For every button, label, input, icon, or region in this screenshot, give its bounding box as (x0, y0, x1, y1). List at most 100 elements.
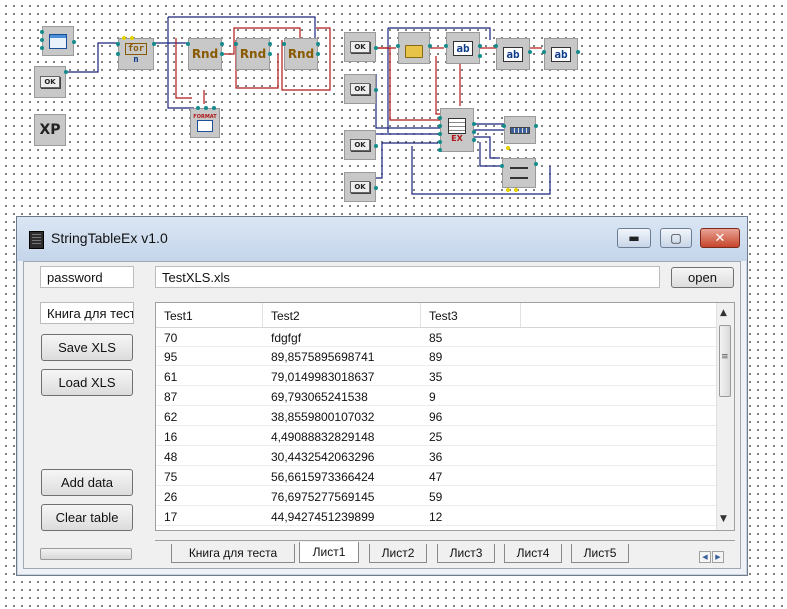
table-cell (521, 367, 718, 385)
ok-button-component[interactable]: OK (344, 130, 376, 160)
for-loop-component[interactable]: for n (118, 38, 154, 70)
form-component[interactable] (42, 26, 74, 56)
table-icon (448, 117, 466, 134)
progress-bar (40, 548, 132, 560)
tab-sheet-book[interactable]: Книга для теста (171, 544, 295, 563)
table-cell: 85 (429, 331, 443, 345)
table-cell (521, 487, 718, 505)
ok-label: OK (350, 83, 370, 95)
table-row[interactable]: 17 44,9427451239899 12 (156, 507, 718, 526)
edit-label: ab (503, 46, 523, 62)
ok-label: OK (350, 139, 370, 151)
table-cell: 12 (429, 510, 443, 524)
table-row[interactable]: 48 30,4432542063296 36 (156, 447, 718, 466)
ok-button-component[interactable]: OK (344, 32, 376, 62)
close-button[interactable]: ✕ (700, 228, 740, 248)
clear-table-button[interactable]: Clear table (41, 504, 133, 531)
table-row[interactable]: 70 fdgfgf 85 (156, 328, 718, 347)
table-cell: 75 (164, 470, 178, 484)
format-label: FORMAT (193, 114, 217, 120)
rnd-component-3[interactable]: Rnd (284, 38, 318, 70)
for-sub-label: n (133, 55, 139, 65)
table-row[interactable]: 75 56,6615973366424 47 (156, 467, 718, 486)
progress-component[interactable] (504, 116, 536, 144)
table-cell: 47 (429, 470, 443, 484)
open-button[interactable]: open (671, 267, 734, 288)
rnd-component-1[interactable]: Rnd (188, 38, 222, 70)
ex-label: EX (451, 133, 463, 143)
table-cell: 79,0149983018637 (271, 370, 375, 384)
file-name-input[interactable]: TestXLS.xls (155, 266, 660, 288)
rnd-label: Rnd (287, 47, 315, 61)
edit-component-2[interactable]: ab (496, 38, 530, 70)
xp-manifest-component[interactable]: XP (34, 114, 66, 146)
scroll-down-icon[interactable]: ▼ (720, 514, 727, 524)
column-header-test3[interactable]: Test3 (421, 303, 521, 327)
vertical-scrollbar[interactable]: ▲ ≡ ▼ (716, 303, 734, 530)
save-xls-button[interactable]: Save XLS (41, 334, 133, 361)
folder-icon (405, 44, 423, 58)
table-header: Test1 Test2 Test3 (156, 303, 718, 328)
tab-sheet3[interactable]: Лист3 (437, 544, 495, 563)
table-row[interactable]: 61 79,0149983018637 35 (156, 367, 718, 386)
column-header-empty[interactable] (521, 303, 718, 327)
tab-scroll-left-icon[interactable]: ◀ (699, 551, 711, 563)
xp-label: XP (39, 122, 61, 138)
rnd-component-2[interactable]: Rnd (236, 38, 270, 70)
scrollbar-thumb[interactable]: ≡ (719, 325, 731, 397)
ok-button-component[interactable]: OK (34, 66, 66, 98)
edit-component-3[interactable]: ab (544, 38, 578, 70)
window-form-icon (49, 33, 67, 49)
table-cell: 70 (164, 331, 178, 345)
load-xls-button[interactable]: Load XLS (41, 369, 133, 396)
sheet-name-input[interactable]: Книга для теста (40, 302, 134, 324)
edit-component-1[interactable]: ab (446, 32, 480, 64)
table-cell: 89,8575895698741 (271, 350, 375, 364)
ok-button-component[interactable]: OK (344, 74, 376, 104)
table-cell (521, 467, 718, 485)
film-strip-icon (29, 231, 44, 249)
table-cell: 59 (429, 490, 443, 504)
tab-sheet5[interactable]: Лист5 (571, 544, 629, 563)
tab-scroll-right-icon[interactable]: ▶ (712, 551, 724, 563)
string-table[interactable]: Test1 Test2 Test3 70 fdgfgf 85 95 89,857… (155, 302, 735, 531)
maximize-button[interactable]: ▢ (660, 228, 692, 248)
table-cell: 95 (164, 350, 178, 364)
table-cell (521, 328, 718, 346)
table-row[interactable]: 16 4,49088832829148 25 (156, 427, 718, 446)
ok-label: OK (350, 181, 370, 193)
table-row[interactable]: 62 38,8559800107032 96 (156, 407, 718, 426)
table-row[interactable]: 87 69,793065241538 9 (156, 387, 718, 406)
progress-icon (510, 126, 530, 134)
table-cell: 30,4432542063296 (271, 450, 375, 464)
table-cell: 17 (164, 510, 178, 524)
format-component[interactable]: FORMAT (190, 108, 220, 138)
add-data-button[interactable]: Add data (41, 469, 133, 496)
scroll-up-icon[interactable]: ▲ (720, 308, 727, 318)
open-dialog-component[interactable] (398, 32, 430, 64)
password-input[interactable]: password (40, 266, 134, 288)
column-header-test2[interactable]: Test2 (263, 303, 421, 327)
table-row[interactable]: 26 76,6975277569145 59 (156, 487, 718, 506)
table-cell: 89 (429, 350, 443, 364)
table-cell: 69,793065241538 (271, 390, 368, 404)
tab-sheet1[interactable]: Лист1 (299, 542, 359, 563)
table-row[interactable]: 95 89,8575895698741 89 (156, 347, 718, 366)
tab-sheet2[interactable]: Лист2 (369, 544, 427, 563)
tab-sheet4[interactable]: Лист4 (504, 544, 562, 563)
column-header-test1[interactable]: Test1 (156, 303, 263, 327)
table-cell (521, 447, 718, 465)
minimize-button[interactable]: ▬ (617, 228, 651, 248)
title-bar[interactable]: StringTableEx v1.0 ▬ ▢ ✕ (17, 217, 747, 261)
table-cell: 61 (164, 370, 178, 384)
edit-label: ab (551, 46, 571, 62)
for-label: for (124, 43, 148, 55)
table-cell: 35 (429, 370, 443, 384)
close-icon: ✕ (714, 230, 726, 246)
table-cell: 36 (429, 450, 443, 464)
stringtable-ex-component[interactable]: EX (440, 108, 474, 152)
ok-label: OK (40, 76, 60, 88)
splitter-component[interactable] (502, 158, 536, 188)
ok-button-component[interactable]: OK (344, 172, 376, 202)
ok-label: OK (350, 41, 370, 53)
